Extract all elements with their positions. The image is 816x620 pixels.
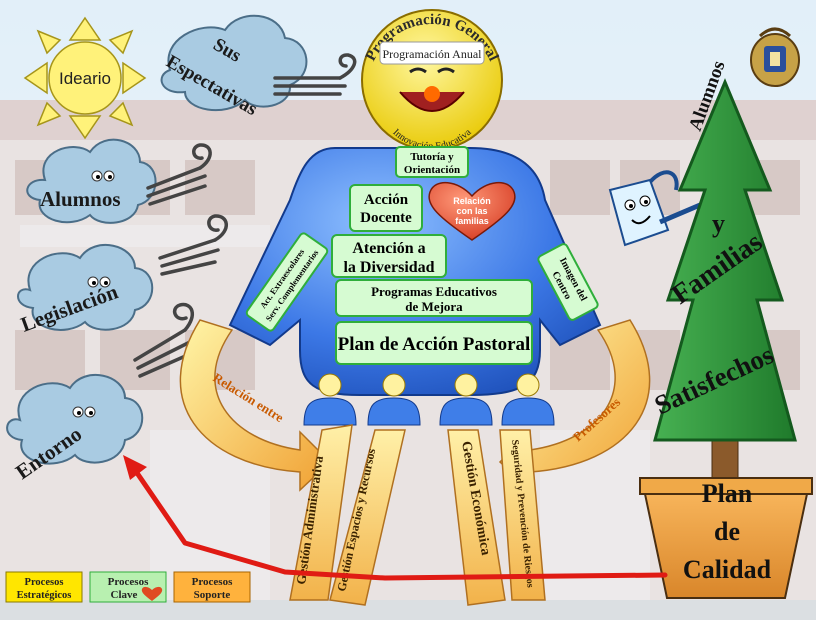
label-accion-docente-line1: Acción bbox=[364, 192, 409, 208]
cloud-legislation: Legislación bbox=[17, 243, 154, 337]
person-icon bbox=[439, 373, 493, 426]
label-programas-line2: de Mejora bbox=[405, 299, 463, 314]
cloud-eyes-icon bbox=[91, 170, 115, 182]
label-atencion-diversidad: Atención a la Diversidad bbox=[331, 234, 447, 278]
legend-heart-icon bbox=[141, 586, 163, 601]
cloud-expectations: Sus Espectativas bbox=[160, 14, 308, 120]
legend-estrategicos-line1: Procesos bbox=[25, 577, 64, 588]
legend-soporte: Procesos Soporte bbox=[173, 571, 251, 603]
sun-icon bbox=[23, 16, 147, 140]
legend-clave-line1: Procesos bbox=[108, 576, 149, 588]
person-icon bbox=[501, 373, 555, 426]
tree-word-2: y bbox=[712, 209, 725, 238]
watering-can-icon bbox=[608, 170, 701, 247]
cloud-eyes-icon bbox=[87, 276, 111, 288]
label-pastoral-text: Plan de Acción Pastoral bbox=[338, 334, 531, 355]
legend-clave-line2: Clave bbox=[111, 589, 138, 601]
pot-plan-calidad: Plan de Calidad bbox=[639, 477, 813, 599]
heart-icon: Relación con las familias bbox=[428, 182, 516, 241]
heart-line3: familias bbox=[455, 216, 489, 226]
wind-icon bbox=[133, 53, 357, 378]
pot-line1: Plan bbox=[702, 479, 753, 508]
pot-line2: de bbox=[714, 517, 740, 546]
label-programas-mejora: Programas Educativos de Mejora bbox=[335, 279, 533, 317]
legend: Procesos Estratégicos Procesos Clave Pro… bbox=[5, 571, 251, 603]
label-tutoria: Tutoría y Orientación bbox=[395, 146, 469, 178]
person-icon bbox=[303, 373, 357, 426]
school-emblem-icon bbox=[750, 27, 800, 87]
heart-line2: con las bbox=[456, 206, 487, 216]
legend-estrategicos-line2: Estratégicos bbox=[17, 590, 72, 601]
person-icon bbox=[367, 373, 421, 426]
tree-icon: Alumnos y Familias Satisfechos bbox=[650, 58, 797, 481]
label-tutoria-line1: Tutoría y bbox=[410, 151, 454, 163]
legend-soporte-line2: Soporte bbox=[194, 589, 231, 601]
heart-line1: Relación bbox=[453, 196, 491, 206]
label-plan-pastoral: Plan de Acción Pastoral bbox=[335, 321, 533, 365]
label-accion-docente-line2: Docente bbox=[360, 210, 412, 226]
smiley-middle: Programación Anual bbox=[383, 47, 483, 61]
people-icons bbox=[303, 373, 555, 426]
cloud-students: Alumnos bbox=[26, 138, 157, 224]
label-atencion-line2: la Diversidad bbox=[343, 259, 434, 276]
label-right-arm: Imagen del Centro bbox=[537, 243, 599, 321]
label-programas-line1: Programas Educativos bbox=[371, 284, 497, 299]
label-accion-docente: Acción Docente bbox=[349, 184, 423, 232]
sun-label: Ideario bbox=[59, 69, 111, 88]
label-atencion-line1: Atención a bbox=[352, 240, 425, 257]
feedback-arrow bbox=[123, 455, 668, 581]
legend-estrategicos: Procesos Estratégicos bbox=[5, 571, 83, 603]
legend-soporte-line1: Procesos bbox=[192, 576, 233, 588]
cloud-students-label: Alumnos bbox=[40, 187, 121, 211]
leg-seguridad: Seguridad y Prevención de Riesgos bbox=[499, 429, 546, 601]
label-tutoria-line2: Orientación bbox=[404, 164, 460, 176]
pot-line3: Calidad bbox=[683, 555, 772, 584]
cloud-eyes-icon bbox=[72, 406, 96, 418]
legend-clave: Procesos Clave bbox=[89, 571, 167, 603]
smiley-head: Programación General Programación Anual … bbox=[361, 9, 503, 152]
